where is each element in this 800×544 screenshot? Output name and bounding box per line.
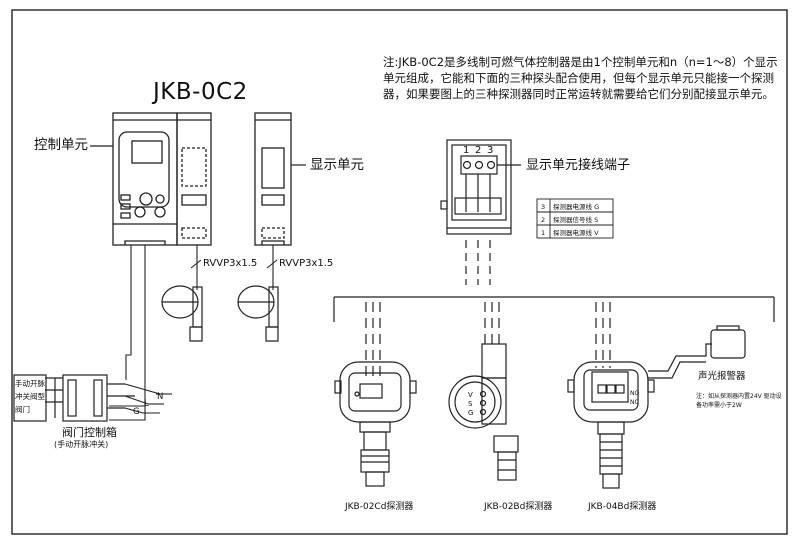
valve-box-sublabel: (手动开脉冲关) (54, 439, 108, 449)
alarm-label: 声光报警器 (698, 370, 746, 382)
pvk-left-3: 阀门 (15, 405, 30, 414)
terminal-block (440, 139, 512, 285)
pvk-left-1: 手动开脉 (15, 378, 45, 388)
alarm-note-2: 备功率需小于2W (696, 401, 742, 409)
detector-04bd-label: JKB-04Bd探测器 (587, 500, 656, 512)
terminal-row-3-desc: 探测器电源线 V (553, 228, 599, 237)
alarm-note-1: 注：如从探测器内置24V 驱动设 (696, 392, 782, 400)
detector-02cd-label: JKB-02Cd探测器 (344, 500, 413, 512)
terminal-row-1-desc: 探测器电源线 G (553, 202, 599, 211)
cable-label-2: RVVP3x1.5 (279, 258, 333, 269)
detector-02bd-label: JKB-02Bd探测器 (483, 500, 552, 512)
display-unit-label: 显示单元 (310, 157, 364, 173)
terminal-row-2-desc: 探测器信号线 S (553, 215, 598, 224)
terminal-row-2-no: 2 (541, 216, 545, 224)
valve-cables (109, 245, 146, 421)
control-unit-device (112, 112, 212, 246)
diagram-title: JKB-0C2 (151, 79, 248, 105)
valve-box (13, 374, 135, 422)
note-text: 注:JKB-0C2是多线制可燃气体控制器是由1个控制单元和n（n=1～8）个显示… (383, 55, 778, 101)
terminal-row-1-no: 3 (541, 203, 545, 211)
bus-lines (333, 296, 775, 380)
detector-02cd (334, 361, 417, 487)
display-unit-device (254, 112, 292, 246)
terminal-number-3: 3 (487, 145, 493, 156)
detector-02bd-pin-v: V (468, 391, 473, 399)
cable-label-1: RVVP3x1.5 (203, 258, 257, 269)
terminal-row-3-no: 1 (541, 229, 545, 237)
pvk-left-2: 冲关阀型 (15, 391, 45, 401)
diagram-frame (11, 9, 788, 535)
power-n: N (157, 392, 163, 402)
terminal-table (536, 198, 614, 239)
terminal-number-1: 1 (463, 145, 469, 156)
valve-box-label: 阀门控制箱 (62, 425, 117, 439)
alarm-device (710, 325, 746, 359)
detector-02bd-pin-g: G (468, 409, 473, 417)
detector-04bd-relay-nc: NC (630, 399, 639, 406)
detector-04bd-relay: NO (630, 390, 639, 397)
terminal-label: 显示单元接线端子 (526, 157, 630, 173)
detector-02bd (448, 343, 519, 481)
control-unit-label: 控制单元 (34, 137, 88, 153)
power-g: G (133, 407, 140, 417)
power-l: L (144, 399, 149, 409)
terminal-number-2: 2 (475, 145, 481, 156)
power-lines (124, 383, 172, 414)
small-sensor-2 (237, 285, 279, 342)
small-sensor-1 (161, 285, 203, 342)
detector-04bd (567, 343, 712, 489)
detector-02bd-pin-s: S (468, 400, 473, 408)
sensor-cables (190, 245, 278, 290)
